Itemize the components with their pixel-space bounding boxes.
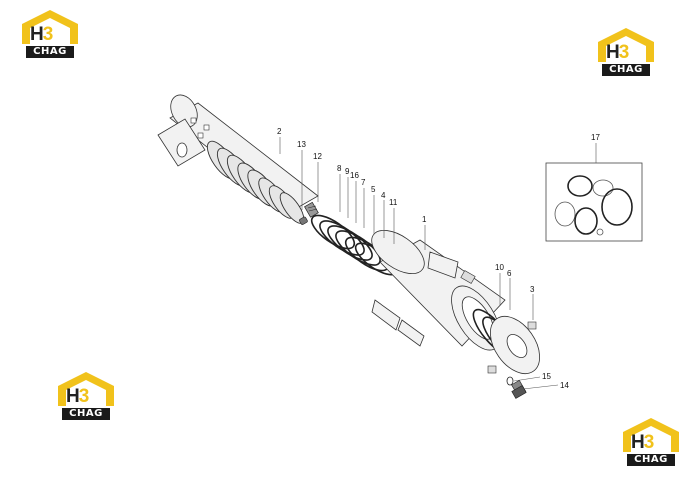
callout-6: 6 (507, 269, 512, 278)
callout-13: 13 (297, 140, 306, 149)
callout-5: 5 (371, 185, 376, 194)
part-13-plug (299, 216, 308, 225)
logo-mark: H3 (66, 386, 89, 407)
logo-roof-icon (598, 28, 654, 62)
part-2-shaft (157, 94, 319, 224)
logo-top-left: H3 CHAG (22, 10, 78, 58)
leader-lines (279, 137, 597, 390)
part-12-fitting (304, 201, 319, 218)
logo-mark: H3 (631, 432, 654, 453)
callout-labels: 2 13 12 8 9 16 7 5 4 11 1 10 6 3 15 14 1… (277, 127, 600, 390)
part-15-washer (506, 376, 514, 386)
logo-brand: CHAG (627, 454, 675, 466)
logo-bottom-left: H3 CHAG (58, 372, 114, 420)
callout-17: 17 (591, 133, 600, 142)
part-17-seal-kit (545, 162, 643, 242)
callout-16: 16 (350, 171, 359, 180)
callout-8: 8 (337, 164, 342, 173)
part-14-bolt (511, 379, 527, 399)
callout-15: 15 (542, 372, 551, 381)
logo-brand: CHAG (26, 46, 74, 58)
logo-mark: H3 (606, 42, 629, 63)
callout-14: 14 (560, 381, 569, 390)
logo-roof-icon (58, 372, 114, 406)
callout-12: 12 (313, 152, 322, 161)
callout-9: 9 (345, 167, 350, 176)
logo-bottom-right: H3 CHAG (623, 418, 679, 466)
callout-3: 3 (530, 285, 535, 294)
logo-roof-icon (22, 10, 78, 44)
callout-2: 2 (277, 127, 282, 136)
callout-10: 10 (495, 263, 504, 272)
logo-brand: CHAG (62, 408, 110, 420)
logo-roof-icon (623, 418, 679, 452)
callout-4: 4 (381, 191, 386, 200)
part-3-flange (487, 315, 541, 375)
callout-1: 1 (422, 215, 427, 224)
part-1-housing (371, 229, 506, 351)
callout-7: 7 (361, 178, 366, 187)
callout-11: 11 (389, 198, 398, 207)
logo-brand: CHAG (602, 64, 650, 76)
logo-top-right: H3 CHAG (598, 28, 654, 76)
logo-mark: H3 (30, 24, 53, 45)
